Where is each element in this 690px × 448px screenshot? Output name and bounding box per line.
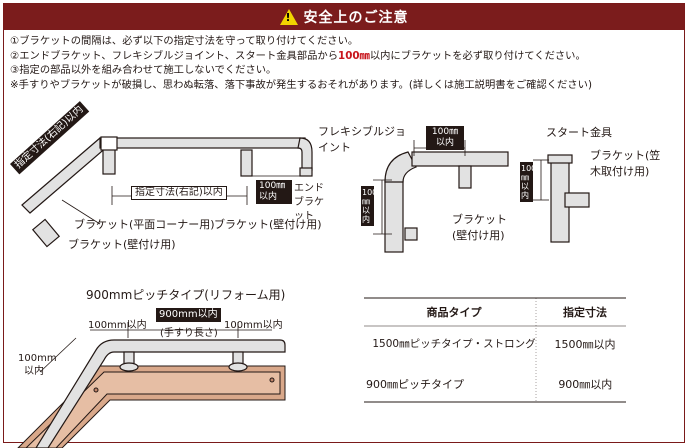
diagram-3-dimension-lines (533, 159, 549, 201)
bracket-wall-right-label: ブラケット(壁付け用) (214, 218, 322, 231)
table-row: 1500㎜ピッチタイプ・ストロング 1500㎜以内 (372, 338, 616, 351)
dim-side-label-3: 100㎜以内 (520, 162, 537, 202)
bracket-kasagi-label: ブラケット(笠木取付け用) (590, 149, 661, 178)
pitch-dim-center: 900mm以内 (156, 308, 221, 322)
bracket-wall-left-label: ブラケット(壁付け用) (68, 238, 176, 251)
flexible-joint-label: フレキシブルジョイント (318, 125, 406, 154)
table-header-row: 商品タイプ 指定寸法 (364, 304, 626, 320)
pitch-diagram-rail (35, 339, 286, 448)
dim-top-label: 100㎜以内 (426, 126, 464, 150)
table-row: 900㎜ピッチタイプ 900㎜以内 (366, 378, 613, 391)
bracket-corner-label: ブラケット(平面コーナー用) (74, 218, 215, 231)
pitch-dim-right: 100mm以内 (224, 320, 283, 331)
page-title: 安全上のご注意 (303, 10, 409, 26)
table-header-dimension: 指定寸法 (563, 306, 607, 319)
pitch-dim-left: 100mm以内 (88, 320, 147, 331)
pitch-diagram-wood (17, 365, 286, 448)
note-2: ②エンドブラケット、フレキシブルジョイント、スタート金具部品から100㎜以内にブ… (10, 49, 586, 62)
diagram-3-post (547, 154, 590, 243)
diagram-1-rail (21, 136, 313, 248)
note-4: ※手すりやブラケットが破損し、思わぬ転落、落下事故が発生するおそれがあります。(… (10, 78, 592, 91)
header-bar: ! 安全上のご注意 (4, 4, 684, 30)
exclamation-triangle-icon: ! (279, 9, 298, 25)
end-bracket-label: エンドブラケット (294, 183, 324, 222)
dim-side-label: 100㎜以内 (361, 186, 378, 226)
note-2-highlight: 100㎜ (338, 49, 370, 62)
diagram-2-rail (384, 151, 509, 253)
pitch-dim-corner: 100mm以内 (18, 353, 57, 377)
start-fitting-label: スタート金具 (546, 126, 612, 139)
dim-horizontal-label: 指定寸法(右記)以内 (131, 186, 227, 200)
table-header-product-type: 商品タイプ (426, 306, 482, 319)
notes-list: ①ブラケットの間隔は、必ず以下の指定寸法を守って取り付けてください。 ②エンドブ… (10, 34, 592, 92)
note-3: ③指定の部品以外を組み合わせて施工しないでください。 (10, 64, 277, 77)
pitch-diagram-dimension-lines (39, 322, 272, 373)
pitch-title: 900mmピッチタイプ(リフォーム用) (86, 288, 286, 302)
safety-notice-panel: ! 安全上のご注意 (3, 3, 685, 443)
pitch-dim-center-sub: (手すり長さ) (160, 328, 218, 339)
dim-100-label: 100㎜以内 (256, 180, 292, 204)
bracket-wall-label-2: ブラケット(壁付け用) (452, 213, 507, 242)
note-1: ①ブラケットの間隔は、必ず以下の指定寸法を守って取り付けてください。 (10, 35, 359, 47)
table-lines (364, 297, 626, 403)
